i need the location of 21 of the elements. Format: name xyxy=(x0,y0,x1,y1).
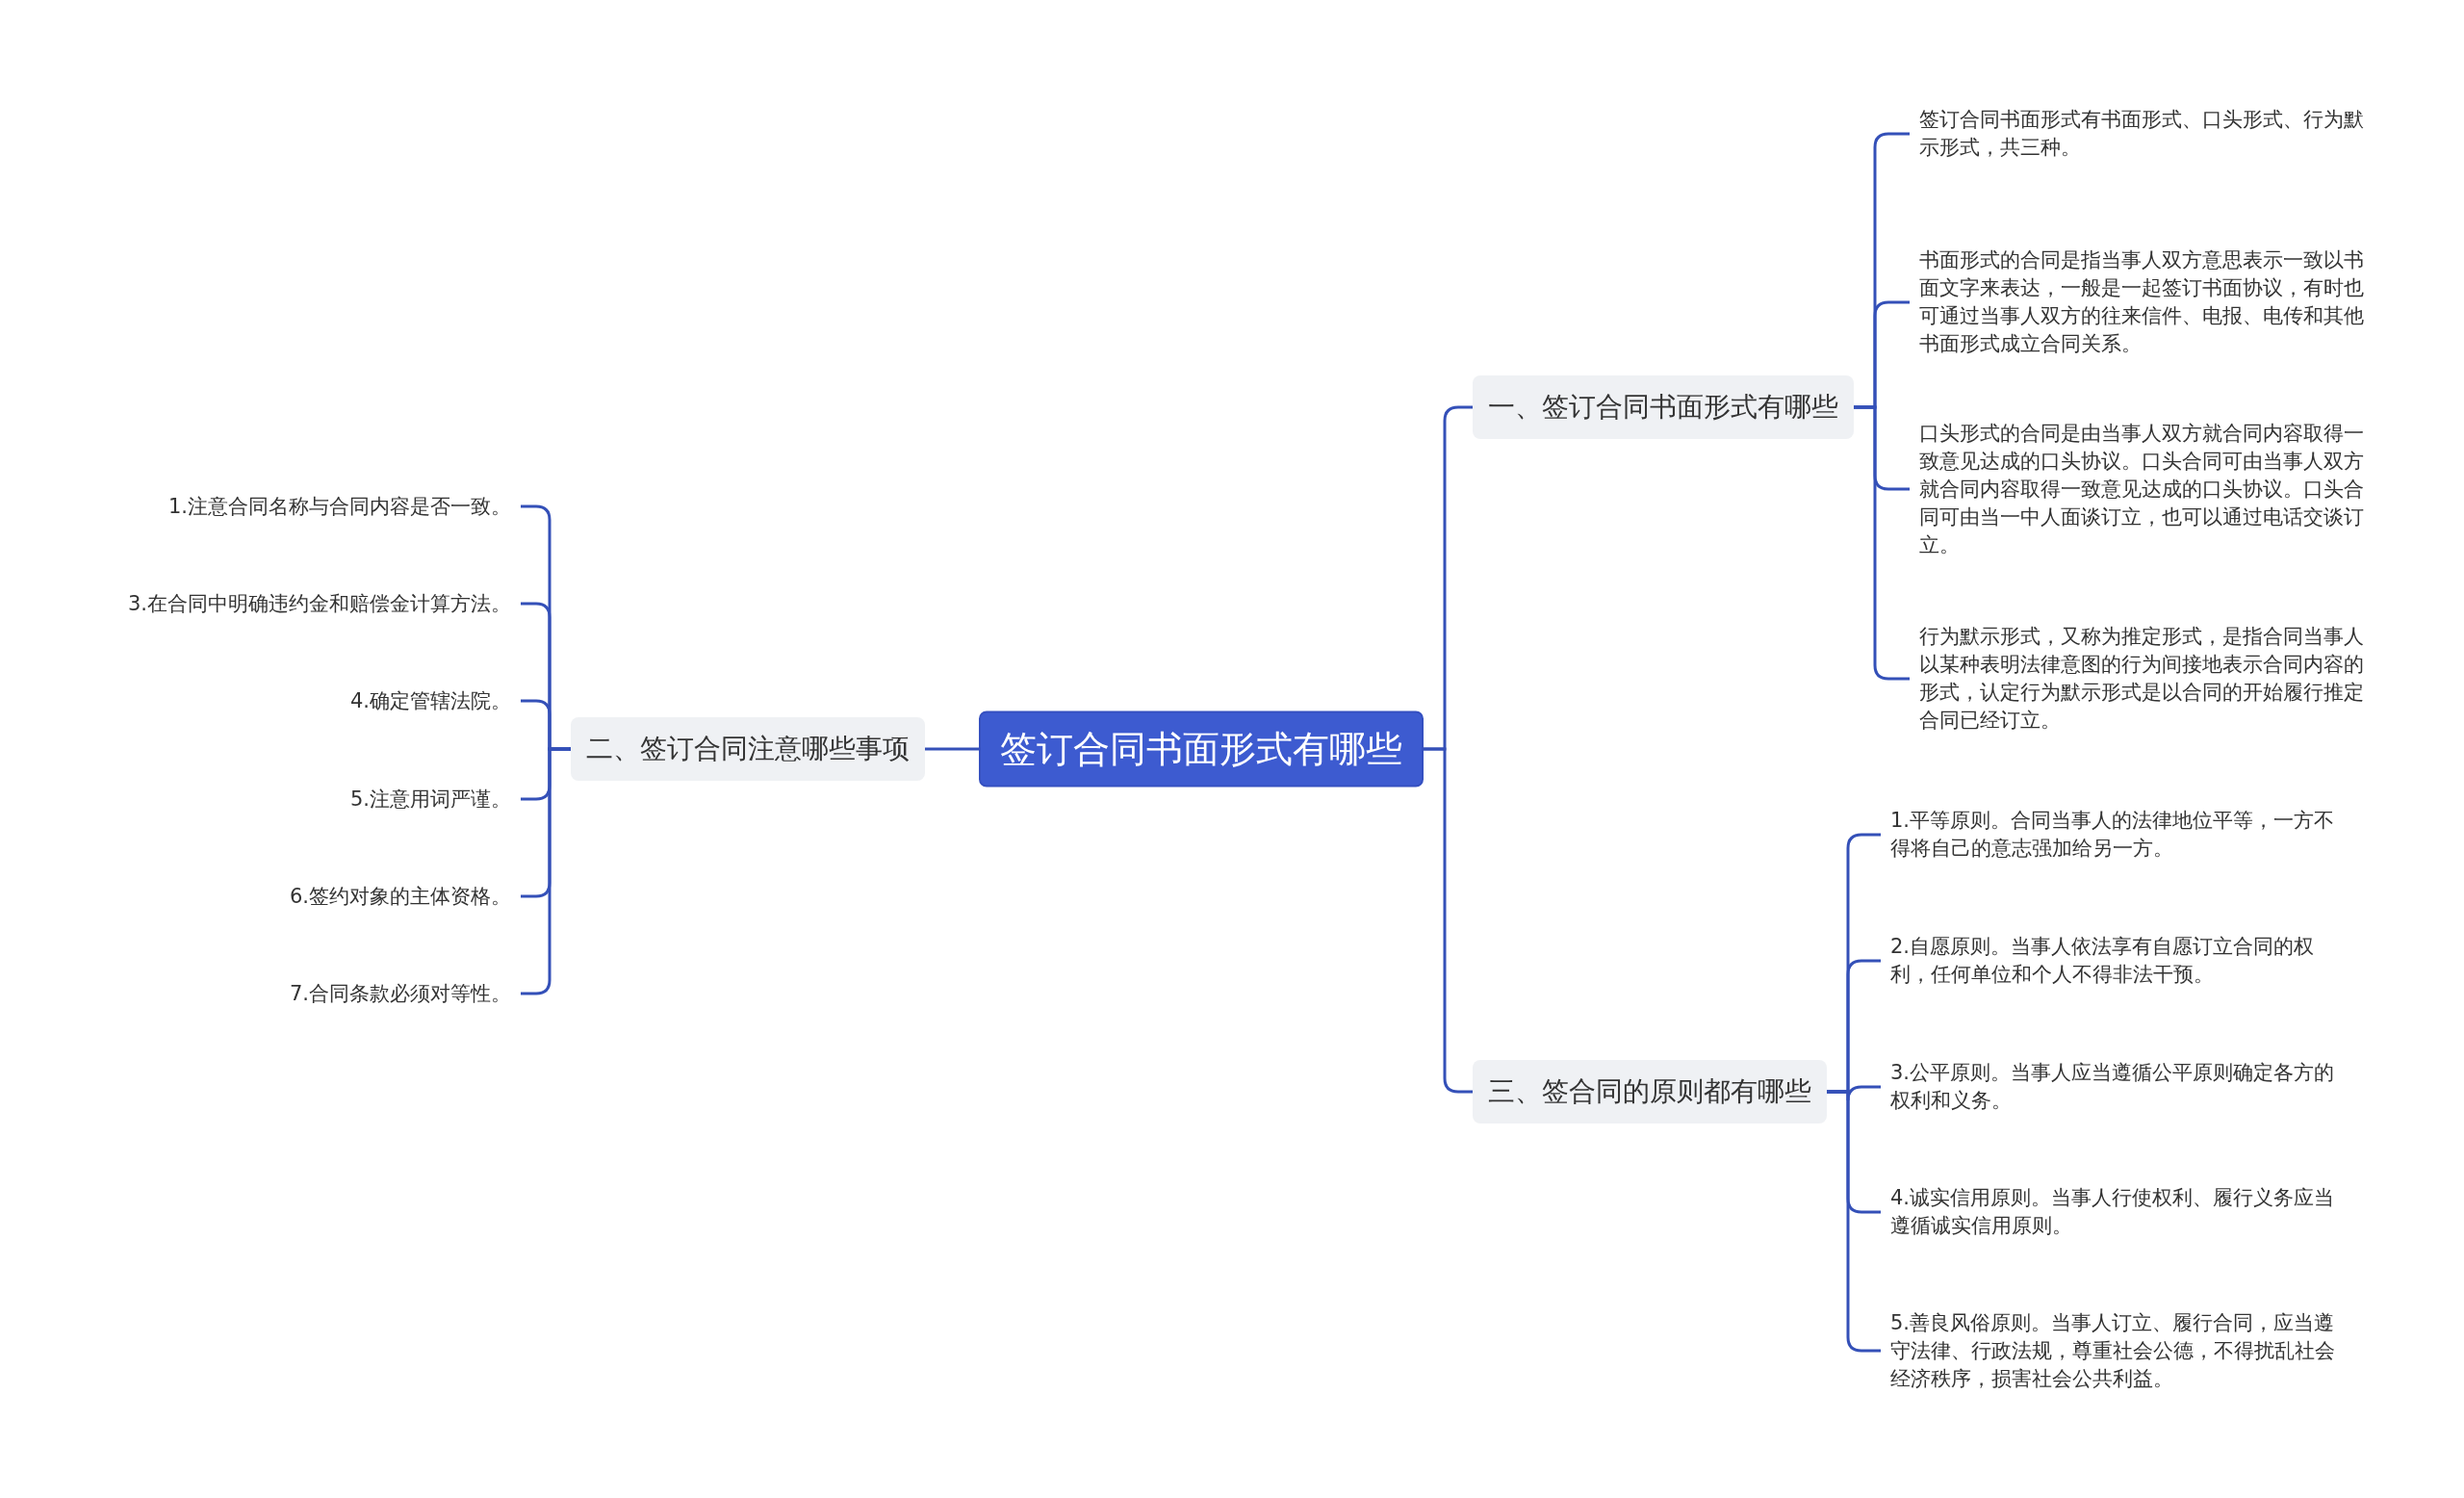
leaf-text: 6.签约对象的主体资格。 xyxy=(289,882,521,911)
leaf-text: 行为默示形式，又称为推定形式，是指合同当事人以某种表明法律意图的行为间接地表示合同内容的形式，认定行为默示形式是以合同的开始履行推定合同已经订立。 xyxy=(1910,623,2372,735)
leaf-text: 7.合同条款必须对等性。 xyxy=(289,979,521,1008)
leaf-text: 5.注意用词严谨。 xyxy=(349,785,521,814)
central-topic-box: 签订合同书面形式有哪些 xyxy=(979,710,1424,788)
topic-box: 三、签合同的原则都有哪些 xyxy=(1473,1060,1827,1124)
leaf-text: 5.善良风俗原则。当事人订立、履行合同，应当遵守法律、行政法规，尊重社会公德，不得扰乱社会经济秩序，损害社会公共利益。 xyxy=(1881,1308,2343,1393)
leaf-text: 口头形式的合同是由当事人双方就合同内容取得一致意见达成的口头协议。口头合同可由当事人双方就合同内容取得一致意见达成的口头协议。口头合同可由当一中人面谈订立，也可以通过电话交谈订立。 xyxy=(1910,419,2372,559)
leaf-text: 书面形式的合同是指当事人双方意思表示一致以书面文字来表达，一般是一起签订书面协议，有时也可通过当事人双方的往来信件、电报、电传和其他书面形式成立合同关系。 xyxy=(1910,246,2372,358)
connector-line xyxy=(925,747,979,751)
topic-box: 二、签订合同注意哪些事项 xyxy=(571,717,925,781)
leaf-text: 3.公平原则。当事人应当遵循公平原则确定各方的权利和义务。 xyxy=(1881,1059,2343,1115)
leaf-text: 2.自愿原则。当事人依法享有自愿订立合同的权利，任何单位和个人不得非法干预。 xyxy=(1881,933,2343,989)
leaf-text: 1.平等原则。合同当事人的法律地位平等，一方不得将自己的意志强加给另一方。 xyxy=(1881,807,2343,863)
leaf-text: 签订合同书面形式有书面形式、口头形式、行为默示形式，共三种。 xyxy=(1910,106,2372,162)
leaf-text: 4.确定管辖法院。 xyxy=(349,686,521,715)
topic-box: 一、签订合同书面形式有哪些 xyxy=(1473,375,1854,439)
leaf-text: 1.注意合同名称与合同内容是否一致。 xyxy=(167,492,521,521)
leaf-text: 4.诚实信用原则。当事人行使权利、履行义务应当遵循诚实信用原则。 xyxy=(1881,1184,2343,1240)
connector-line xyxy=(1854,405,1910,681)
leaf-text: 3.在合同中明确违约金和赔偿金计算方法。 xyxy=(127,589,521,618)
